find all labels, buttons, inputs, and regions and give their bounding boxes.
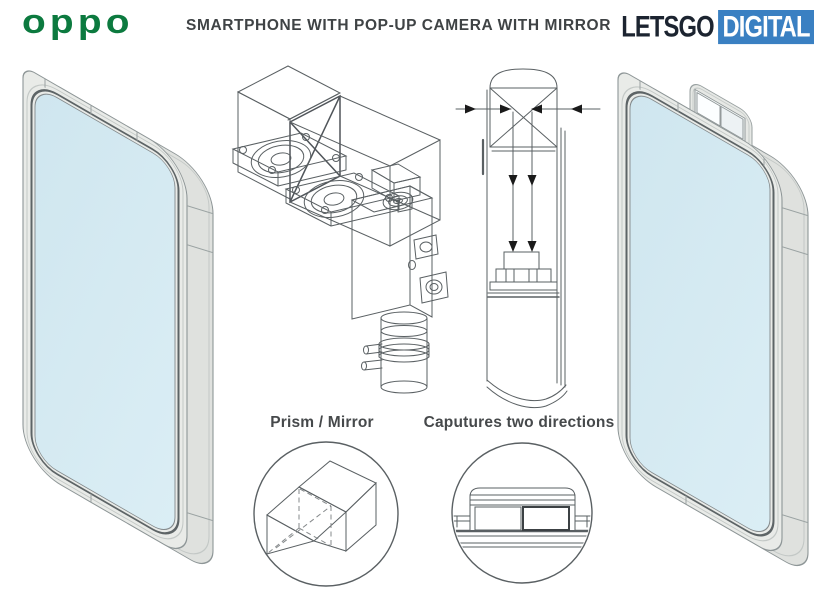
light-path-vertical-arrows [508, 111, 537, 252]
phone-left-closed [22, 70, 214, 565]
antenna-band-lines [639, 80, 809, 524]
phone-left-screen [34, 93, 176, 530]
popup-camera-window-right [720, 105, 744, 140]
popup-dome [489, 68, 558, 89]
body-break-line [486, 379, 568, 409]
prism-inset [253, 441, 399, 587]
mirror-prism-cube [289, 94, 441, 247]
directions-inset-label: Caputures two directions [424, 414, 615, 431]
light-arrow-left [455, 104, 512, 114]
phone-right-popup-extended [617, 72, 809, 567]
mounting-tabs [408, 234, 449, 304]
digital-logo-badge: DIGITAL [718, 10, 814, 45]
section-camera-window-right [522, 506, 570, 531]
rotation-motor-block [350, 185, 434, 320]
letsgodigital-logo: LETSGO DIGITAL [621, 10, 814, 45]
letsgo-logo-text: LETSGO [621, 10, 714, 43]
camera-lens-module-right [284, 172, 401, 227]
directions-inset [451, 442, 593, 584]
motor-bearing [382, 191, 414, 211]
lens-barrel-cylinder [361, 311, 430, 394]
prism-inset-label: Prism / Mirror [270, 414, 374, 431]
light-arrow-right [531, 104, 601, 114]
popup-camera-window-left [696, 91, 721, 127]
camera-module-section [487, 251, 560, 298]
page-title: SMARTPHONE WITH POP-UP CAMERA WITH MIRRO… [186, 17, 612, 34]
section-camera-window-left [474, 506, 522, 531]
oppo-logo: oppo [22, 2, 134, 41]
phone-right-screen [629, 95, 771, 532]
phone-body-walls [481, 89, 566, 388]
camera-lens-module-left [231, 132, 348, 187]
prism-cube-left [236, 65, 342, 200]
camera-mechanism-diagram [231, 65, 449, 394]
antenna-band-lines [44, 78, 214, 522]
cross-section-diagram [455, 68, 601, 409]
mirror-prism-box [489, 87, 558, 152]
